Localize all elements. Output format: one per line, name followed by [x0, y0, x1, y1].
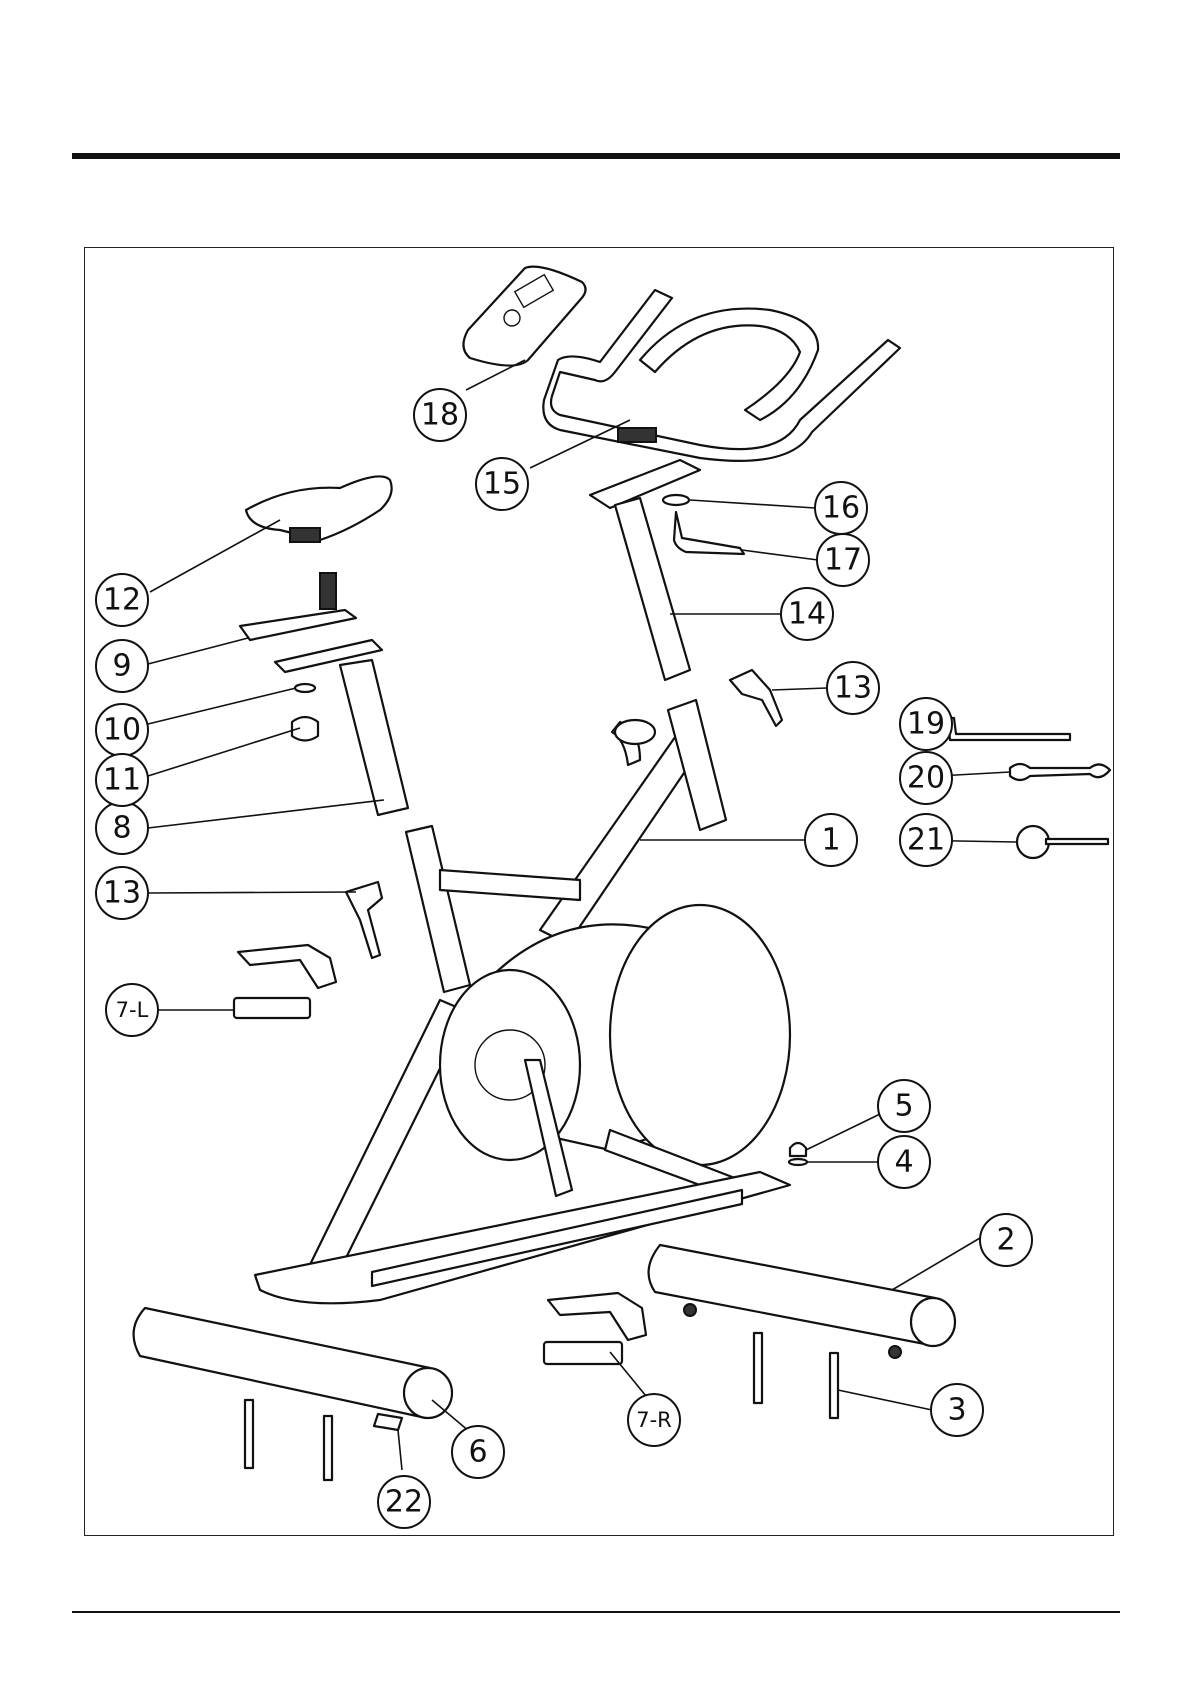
- callout-19-label: 19: [907, 707, 945, 742]
- saddle-part: [246, 476, 392, 542]
- hex-key-part: [948, 718, 1070, 740]
- callout-2: 2: [980, 1214, 1032, 1266]
- callout-16-label: 16: [822, 491, 860, 526]
- callout-17-label: 17: [824, 543, 862, 578]
- callout-14: 14: [781, 588, 833, 640]
- callout-5: 5: [878, 1080, 930, 1132]
- seat-washer-part: [295, 684, 315, 692]
- callout-12: 12: [96, 574, 148, 626]
- callout-16: 16: [815, 482, 867, 534]
- callout-9: 9: [96, 640, 148, 692]
- callout-1: 1: [805, 814, 857, 866]
- callout-8: 8: [96, 802, 148, 854]
- pedal-spanner-part: [1017, 826, 1108, 858]
- callout-4-label: 4: [894, 1145, 913, 1180]
- callout-1-label: 1: [821, 823, 840, 858]
- callout-7-l-label: 7-L: [116, 998, 149, 1022]
- callout-17: 17: [817, 534, 869, 586]
- callout-14-label: 14: [788, 597, 826, 632]
- pedal-right-part: [544, 1293, 646, 1364]
- pedal-left-part: [234, 945, 336, 1018]
- cap-washer-part: [789, 1159, 807, 1165]
- callout-6-label: 6: [468, 1435, 487, 1470]
- adjust-lever-right-part: [730, 670, 782, 726]
- callout-19: 19: [900, 698, 952, 750]
- main-frame-part: [255, 700, 790, 1303]
- callout-13-right-label: 13: [834, 671, 872, 706]
- cap-nut-part: [790, 1143, 806, 1156]
- callout-18-label: 18: [421, 398, 459, 433]
- callout-7-r: 7-R: [628, 1394, 680, 1446]
- callout-9-label: 9: [112, 649, 131, 684]
- callout-21-label: 21: [907, 823, 945, 858]
- callout-21: 21: [900, 814, 952, 866]
- console-part: [463, 267, 585, 366]
- lever-part: [674, 512, 744, 554]
- callout-20: 20: [900, 752, 952, 804]
- callout-7-l: 7-L: [106, 984, 158, 1036]
- callout-13-right: 13: [827, 662, 879, 714]
- stabilizer-bolts-part: [754, 1333, 838, 1418]
- callout-3-label: 3: [947, 1393, 966, 1428]
- callout-11: 11: [96, 754, 148, 806]
- callout-11-label: 11: [103, 763, 141, 798]
- callout-7-r-label: 7-R: [636, 1408, 672, 1432]
- callout-13-left-label: 13: [103, 876, 141, 911]
- callout-10: 10: [96, 704, 148, 756]
- adjust-lever-left-part: [346, 882, 382, 958]
- callout-15: 15: [476, 458, 528, 510]
- rear-stabilizer-part: [649, 1245, 955, 1358]
- callout-12-label: 12: [103, 583, 141, 618]
- callout-3: 3: [931, 1384, 983, 1436]
- callout-4: 4: [878, 1136, 930, 1188]
- callout-8-label: 8: [112, 811, 131, 846]
- seat-slider-part: [240, 573, 408, 815]
- callout-6: 6: [452, 1426, 504, 1478]
- front-stabilizer-part: [134, 1308, 452, 1418]
- callout-15-label: 15: [483, 467, 521, 502]
- callout-2-label: 2: [996, 1223, 1015, 1258]
- wrench-part: [1010, 764, 1110, 780]
- callout-22: 22: [378, 1476, 430, 1528]
- washer-part: [663, 495, 689, 505]
- front-stabilizer-bolts-part: [245, 1400, 332, 1480]
- callout-22-label: 22: [385, 1485, 423, 1520]
- callout-20-label: 20: [907, 761, 945, 796]
- leveler-foot-part: [374, 1414, 402, 1430]
- handlebar-post-part: [590, 460, 700, 680]
- callout-5-label: 5: [894, 1089, 913, 1124]
- callout-10-label: 10: [103, 713, 141, 748]
- callout-18: 18: [414, 389, 466, 441]
- callout-13-left: 13: [96, 867, 148, 919]
